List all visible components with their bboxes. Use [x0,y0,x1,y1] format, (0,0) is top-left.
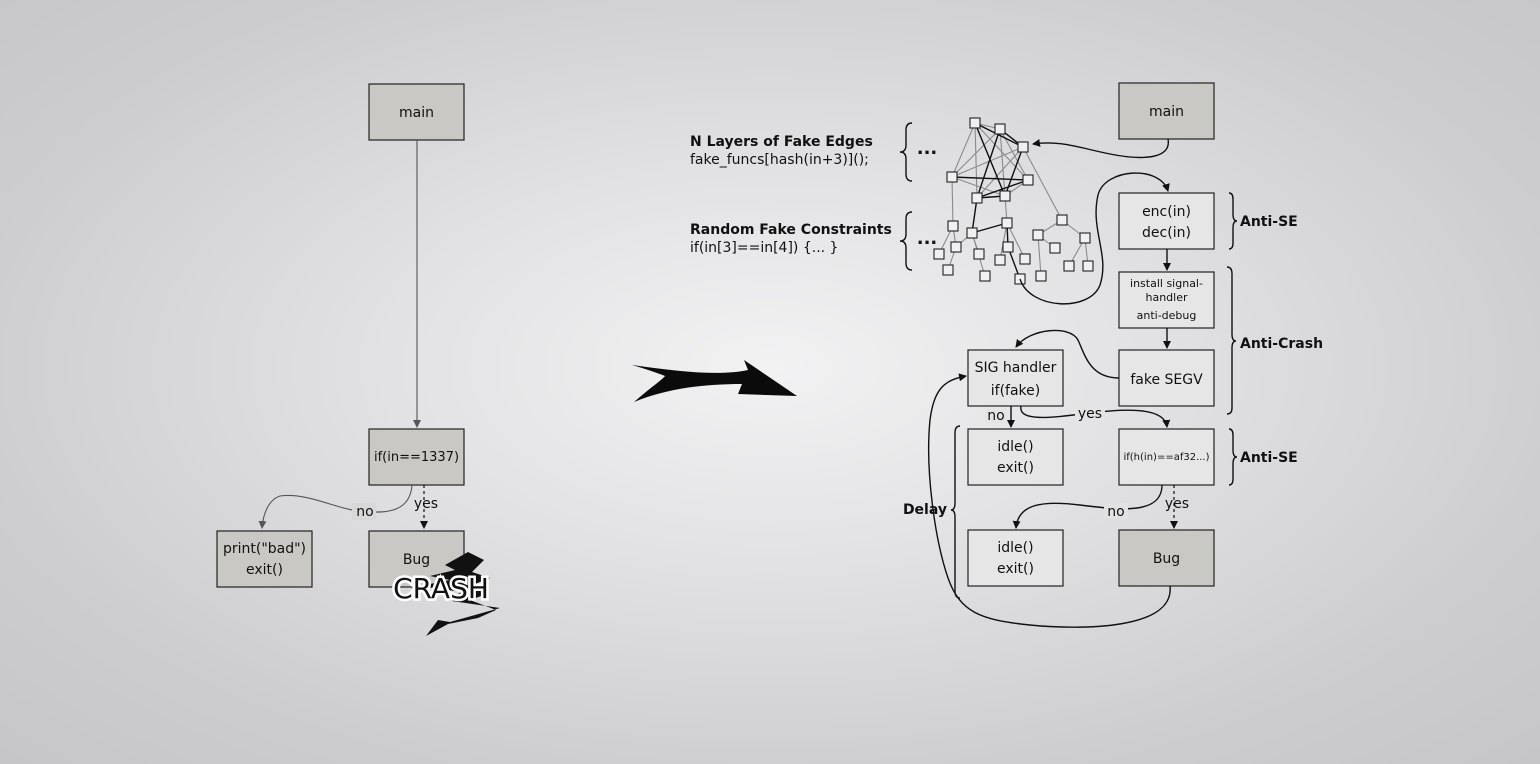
hash-yes-label: yes [1165,496,1189,512]
left-yes-label: yes [414,496,438,512]
anti-se-label-1: Anti-SE [1240,214,1298,230]
graph-node [1019,253,1031,265]
fake-constraints-title: Random Fake Constraints [690,222,892,238]
sig-no-bg [985,408,1007,423]
graph-node [973,248,985,260]
anti-se-brace-1 [1228,192,1238,250]
right-bug-label: Bug [1153,551,1180,567]
idle-exit-box-1 [967,428,1064,486]
left-diagram: main if(in==1337) print("bad") exit() Bu… [216,83,500,636]
anti-crash-label: Anti-Crash [1240,336,1323,352]
hash-no-label: no [1107,504,1124,520]
graph-node [1017,141,1029,153]
anti-se-brace-2 [1228,428,1238,486]
install-line1: install signal- [1130,277,1203,290]
edge-delay-loop [928,373,1171,628]
graph-node [979,270,991,282]
fake-constraints-code: if(in[3]==in[4]) {... } [690,240,838,256]
idle1-line2: exit() [997,460,1034,476]
graph-node [1035,270,1047,282]
sig-no-label: no [987,408,1004,424]
install-line3: anti-debug [1137,309,1197,322]
fake-constraints-ellipsis: ... [917,228,938,249]
fake-graph-nodes [933,117,1094,285]
fake-edges-ellipsis: ... [917,138,938,159]
sig-yes-label: yes [1078,406,1102,422]
fake-graph-edges [938,122,1089,280]
sig-line1: SIG handler [975,360,1057,376]
fake-edges-brace [899,122,913,182]
transform-arrow-icon [632,360,797,402]
anti-crash-brace [1226,266,1237,415]
edge-graph-to-enc [1019,172,1170,305]
right-bug-box [1118,529,1215,587]
dec-label: dec(in) [1142,225,1191,241]
idle-exit-box-2 [967,529,1064,587]
right-diagram: N Layers of Fake Edges fake_funcs[hash(i… [690,82,1323,628]
right-main-label: main [1149,104,1184,120]
fake-segv-label: fake SEGV [1130,372,1203,388]
hash-cond-label: if(h(in)==af32...) [1123,452,1209,463]
graph-node [950,241,962,253]
left-no-bg [352,503,376,520]
idle2-line1: idle() [997,540,1033,556]
fake-edges-title: N Layers of Fake Edges [690,134,873,150]
idle2-line2: exit() [997,561,1034,577]
install-line2: handler [1145,291,1187,304]
left-bad-box [216,530,313,588]
sig-handler-box [967,349,1064,407]
idle1-line1: idle() [997,439,1033,455]
crash-label: CRASH [393,572,489,605]
graph-node [994,254,1006,266]
graph-node [942,264,954,276]
left-bad-line2: exit() [246,562,283,578]
graph-node [946,171,958,183]
graph-node [966,227,978,239]
graph-node [933,248,945,260]
hash-cond-box [1118,428,1215,486]
graph-node [969,117,981,129]
crash-burst-icon [420,552,500,636]
edge-main-to-graph [1032,138,1169,159]
graph-node [1001,217,1013,229]
right-main-box [1118,82,1215,140]
graph-node [1063,260,1075,272]
hash-no-bg [1104,503,1128,519]
left-main-box [368,83,465,141]
left-bug-label: Bug [403,552,430,568]
enc-label: enc(in) [1142,204,1191,220]
graph-node [1056,214,1068,226]
sig-line2: if(fake) [991,383,1040,399]
left-edge-no [258,484,413,529]
delay-label: Delay [903,502,947,518]
graph-node [999,190,1011,202]
graph-node [1022,174,1034,186]
graph-node [947,220,959,232]
delay-brace [950,425,961,599]
graph-node [1032,229,1044,241]
fake-constraints-brace [899,211,913,271]
graph-node [971,192,983,204]
graph-node [1082,260,1094,272]
graph-node [1002,241,1014,253]
left-no-label: no [356,504,373,520]
anti-se-label-2: Anti-SE [1240,450,1298,466]
left-cond-box [368,428,465,486]
install-handler-box [1118,271,1215,329]
crash-label-outline: CRASH [393,572,489,605]
graph-node [994,123,1006,135]
left-main-label: main [399,105,434,121]
graph-node [1079,232,1091,244]
fake-segv-box [1118,349,1215,407]
graph-node [1049,242,1061,254]
fake-edges-code: fake_funcs[hash(in+3)](); [690,152,869,168]
sig-yes-bg [1075,405,1105,420]
left-cond-label: if(in==1337) [374,450,459,465]
edge-segv-to-sig [1015,329,1120,379]
left-bad-line1: print("bad") [223,541,306,557]
edge-hash-no [1012,484,1163,529]
